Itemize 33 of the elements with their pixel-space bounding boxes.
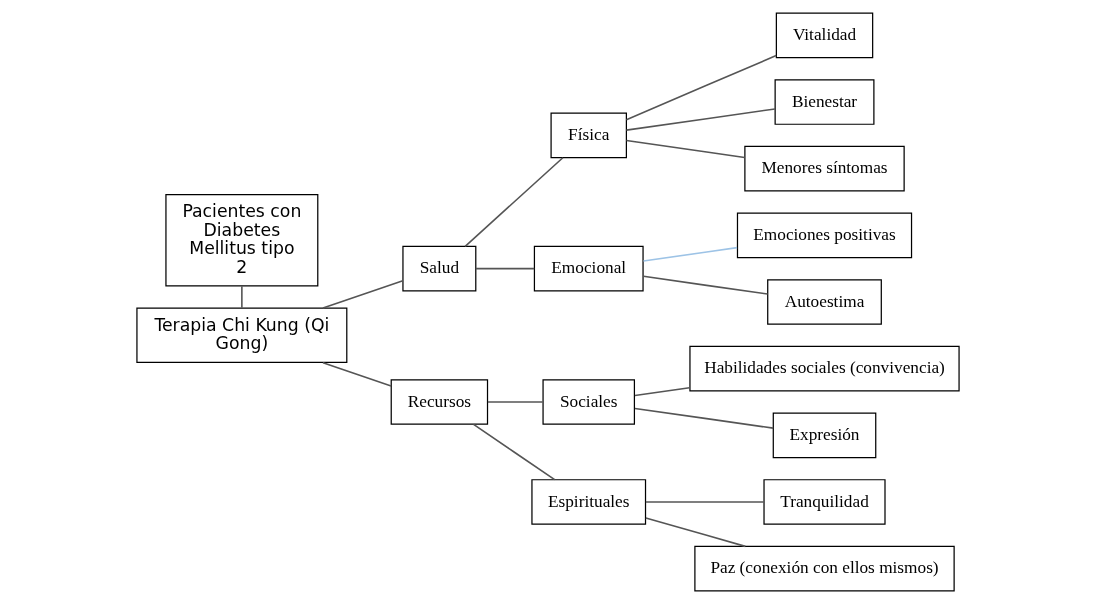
node-box: Paz (conexión con ellos mismos) <box>694 545 955 592</box>
node-box: Espirituales <box>531 479 647 525</box>
node-box: Salud <box>402 245 477 292</box>
node-box: Recursos <box>390 379 489 425</box>
node-box: Física <box>550 112 627 159</box>
node-box: Vitalidad <box>775 12 874 59</box>
connector <box>241 285 243 309</box>
connector <box>634 386 691 397</box>
node-box: Bienestar <box>774 79 875 125</box>
node-box: Sociales <box>542 379 636 425</box>
connector <box>625 108 776 131</box>
connector <box>487 401 544 403</box>
connector <box>642 246 738 262</box>
node-box: Menores síntomas <box>744 145 905 192</box>
node-box: Emociones positivas <box>736 212 913 259</box>
connector <box>475 267 535 270</box>
node-box: Habilidades sociales (convivencia) <box>689 345 960 392</box>
connector <box>322 361 392 387</box>
connector <box>642 275 769 295</box>
connector <box>645 501 765 503</box>
connector <box>645 517 747 548</box>
node-box: Terapia Chi Kung (Qi Gong) <box>136 307 348 364</box>
node-box: Tranquilidad <box>763 479 886 525</box>
connector <box>634 407 774 429</box>
node-box: Expresión <box>772 412 877 459</box>
connector <box>464 156 564 248</box>
node-box: Emocional <box>533 245 644 292</box>
connector <box>625 54 777 121</box>
connector <box>625 139 746 159</box>
node-box: Pacientes con Diabetes Mellitus tipo 2 <box>165 194 319 287</box>
connector <box>472 423 556 481</box>
connector <box>322 279 404 309</box>
node-box: Autoestima <box>767 279 882 325</box>
